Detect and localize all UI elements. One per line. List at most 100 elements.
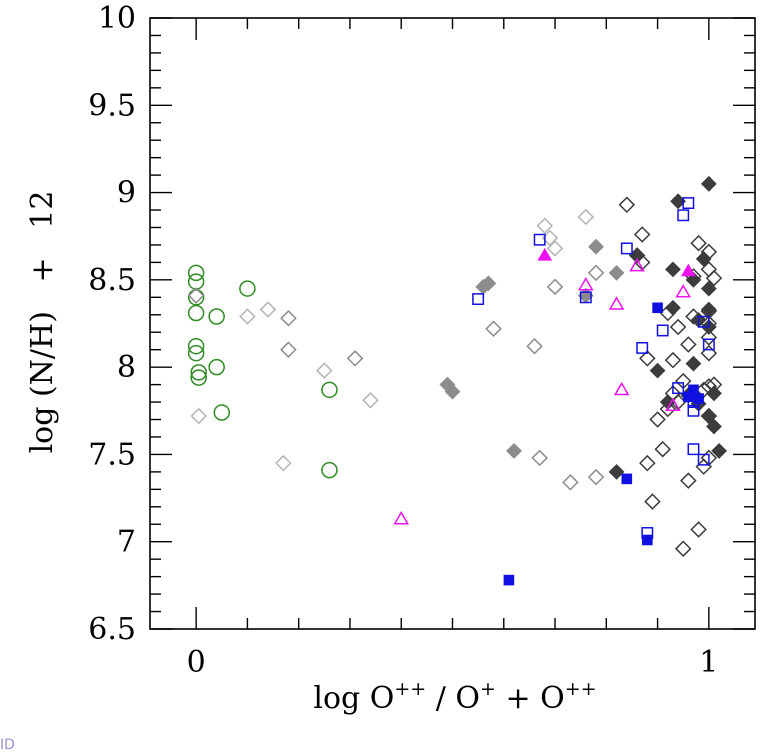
data-point-circle [213,404,231,421]
data-point-circle [208,308,225,325]
data-point-triangle [578,277,594,291]
data-point-diamond [654,440,671,458]
minor-ticks [150,18,755,629]
data-point-square [693,393,704,404]
data-point-diamond [680,336,697,353]
data-point-diamond [239,308,256,325]
data-point-diamond [665,299,681,316]
data-point-circle [187,344,205,362]
data-point-diamond [639,454,656,472]
data-point-square [677,209,690,222]
data-point-diamond [644,493,661,510]
data-point-diamond [362,392,379,409]
data-point-square [688,384,699,396]
data-point-diamond [190,407,207,425]
x-axis-label-sup: + [480,678,496,700]
data-point-diamond [711,443,728,459]
data-point-diamond [680,472,697,489]
data-point-circle [239,280,256,297]
data-point-square [621,473,633,485]
data-point-diamond [546,278,564,296]
data-point-diamond [588,238,604,255]
data-point-diamond [706,385,722,402]
data-point-triangle [629,257,645,272]
data-point-diamond [316,362,333,379]
x-axis-label-part: / O [426,681,480,716]
data-point-diamond [633,226,651,243]
y-tick-label: 9.5 [88,88,136,123]
data-point-triangle [613,381,630,396]
data-point-diamond [695,251,712,267]
data-point-circle [187,273,205,290]
data-point-circle [187,304,205,322]
data-point-diamond [608,463,625,480]
data-point-diamond [275,454,292,472]
plot-frame [149,17,756,630]
data-point-square [656,324,669,337]
data-point-diamond [690,234,707,252]
data-point-square [697,453,710,466]
data-point-square [702,338,715,351]
data-point-circle [321,461,338,479]
x-axis-label-sup: ++ [394,678,426,700]
data-points [187,175,728,586]
data-point-diamond [444,383,461,400]
data-point-diamond [705,269,723,287]
data-point-triangle [675,284,692,298]
y-axis-label: log (N/H) + 12 [25,191,60,454]
data-point-circle [321,381,338,399]
data-point-square [687,443,700,456]
data-point-square [697,315,710,328]
y-tick-label: 10 [98,1,136,36]
data-point-diamond [187,287,205,304]
data-point-circle [190,369,207,386]
data-point-square [687,404,700,417]
data-point-circle [190,364,207,381]
data-point-diamond [259,301,277,318]
data-point-diamond [587,468,605,486]
data-point-diamond [546,240,564,257]
data-point-square [652,302,663,314]
data-point-diamond [649,411,666,428]
data-point-diamond [700,329,718,346]
data-point-square [503,574,515,586]
x-tick-label: 0 [187,645,206,680]
x-axis-label-part: log O [313,681,394,716]
x-tick-label: 1 [699,645,718,680]
data-point-diamond [669,318,687,336]
data-point-diamond [536,217,554,235]
data-point-square [533,233,546,246]
data-point-diamond [346,350,364,367]
data-point-diamond [485,320,502,337]
data-point-diamond [685,355,702,372]
data-point-diamond [700,280,717,297]
data-point-diamond [700,344,718,362]
data-point-triangle [680,263,696,277]
data-point-circle [187,264,205,282]
data-point-diamond [700,408,717,424]
corner-mark: ID [0,737,15,753]
x-axis-label-part: + O [496,681,565,716]
data-point-triangle [393,511,410,525]
data-point-diamond [480,275,497,292]
data-point-diamond [665,261,681,278]
data-point-diamond [531,449,548,467]
data-point-diamond [706,418,722,435]
major-ticks [150,17,755,630]
data-point-square [682,197,695,209]
data-point-diamond [659,400,677,418]
data-point-diamond [280,341,297,358]
data-point-diamond [587,264,605,282]
data-point-diamond [562,474,579,491]
y-tick-label: 8 [117,350,136,385]
y-tick-label: 7 [117,525,136,560]
data-point-diamond [664,351,682,369]
data-point-diamond [700,175,717,192]
data-point-diamond [526,337,543,355]
data-point-square [636,341,649,354]
data-point-triangle [665,397,681,411]
data-point-square [620,242,633,255]
y-tick-label: 9 [117,176,136,211]
